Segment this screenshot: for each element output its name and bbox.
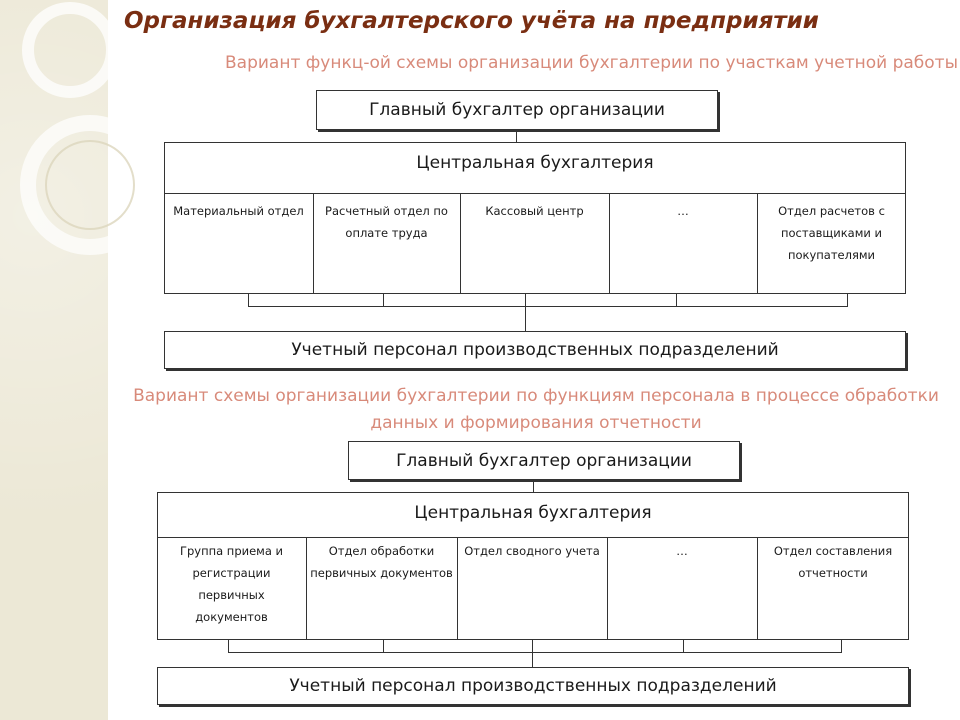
diagram2-dept-reception: Группа приема и регистрации первичных до… [157,540,306,638]
diagram2-central-box: Центральная бухгалтерия [157,492,909,640]
diagram2-bracket-tick [228,640,229,652]
diagram1-central-label: Центральная бухгалтерия [416,153,654,173]
diagram2-dept-ellipsis: … [607,540,757,638]
decorative-rings [20,2,140,255]
diagram1-divider-h [164,193,906,194]
diagram2-bracket-stem [532,652,533,667]
diagram2-dept-processing: Отдел обработки первичных документов [306,540,457,638]
diagram2-chief-label: Главный бухгалтер организации [396,450,692,471]
diagram2-bracket-tick [532,640,533,652]
panel-divider [108,0,110,720]
diagram2-dept-summary: Отдел сводного учета [457,540,607,638]
diagram1-chief-accountant-box: Главный бухгалтер организации [316,90,718,130]
diagram2-chief-accountant-box: Главный бухгалтер организации [348,441,740,480]
diagram1-bracket-tick [525,294,526,306]
diagram2-bracket-tick [841,640,842,652]
diagram1-divider-v2 [460,193,461,294]
diagram2-connector-chief [533,480,534,492]
slide-title: Организация бухгалтерского учёта на пред… [124,8,819,34]
diagram2-bracket-h [228,652,842,653]
diagram1-divider-v3 [609,193,610,294]
diagram1-bracket-h [248,306,848,307]
diagram2-divider-v4 [757,537,758,640]
diagram2-bracket-tick [683,640,684,652]
diagram1-central-box: Центральная бухгалтерия [164,142,906,294]
diagram1-dept-ellipsis: … [609,200,757,292]
diagram2-divider-h [157,537,909,538]
diagram2-caption: Вариант схемы организации бухгалтерии по… [133,386,939,433]
diagram1-bracket-tick [847,294,848,306]
diagram1-dept-label: Кассовый центр [485,204,584,218]
diagram2-staff-box: Учетный персонал производственных подраз… [157,667,909,705]
diagram1-dept-material: Материальный отдел [164,200,313,292]
diagram2-bracket-tick [383,640,384,652]
diagram1-bracket-tick [248,294,249,306]
diagram1-divider-v1 [313,193,314,294]
diagram1-divider-v4 [757,193,758,294]
diagram2-divider-v3 [607,537,608,640]
diagram2-dept-label: Отдел сводного учета [464,544,600,558]
diagram2-staff-label: Учетный персонал производственных подраз… [289,676,777,696]
diagram1-dept-label: Материальный отдел [173,204,304,218]
diagram1-dept-suppliers: Отдел расчетов с поставщиками и покупате… [757,200,906,292]
diagram2-dept-label: Отдел составления отчетности [773,544,893,580]
diagram2-central-label: Центральная бухгалтерия [414,503,652,523]
diagram2-divider-v2 [457,537,458,640]
diagram1-connector-chief [516,130,517,142]
diagram1-staff-label: Учетный персонал производственных подраз… [291,340,779,360]
diagram2-dept-label: … [676,544,688,558]
diagram2-divider-v1 [306,537,307,640]
diagram1-dept-payroll: Расчетный отдел по оплате труда [313,200,460,292]
diagram1-dept-label: Расчетный отдел по оплате труда [325,204,448,240]
diagram1-chief-label: Главный бухгалтер организации [369,100,665,120]
diagram2-dept-label: Группа приема и регистрации первичных до… [179,544,284,624]
diagram1-staff-box: Учетный персонал производственных подраз… [164,331,906,369]
diagram2-dept-reporting: Отдел составления отчетности [757,540,909,638]
diagram1-bracket-tick [676,294,677,306]
diagram1-bracket-tick [383,294,384,306]
diagram1-dept-label: … [677,204,689,218]
diagram2-dept-label: Отдел обработки первичных документов [310,544,453,580]
diagram1-dept-label: Отдел расчетов с поставщиками и покупате… [778,204,885,262]
diagram1-caption: Вариант функц-ой схемы организации бухга… [225,53,958,73]
diagram1-bracket-stem [525,306,526,331]
diagram1-dept-cash: Кассовый центр [460,200,609,292]
